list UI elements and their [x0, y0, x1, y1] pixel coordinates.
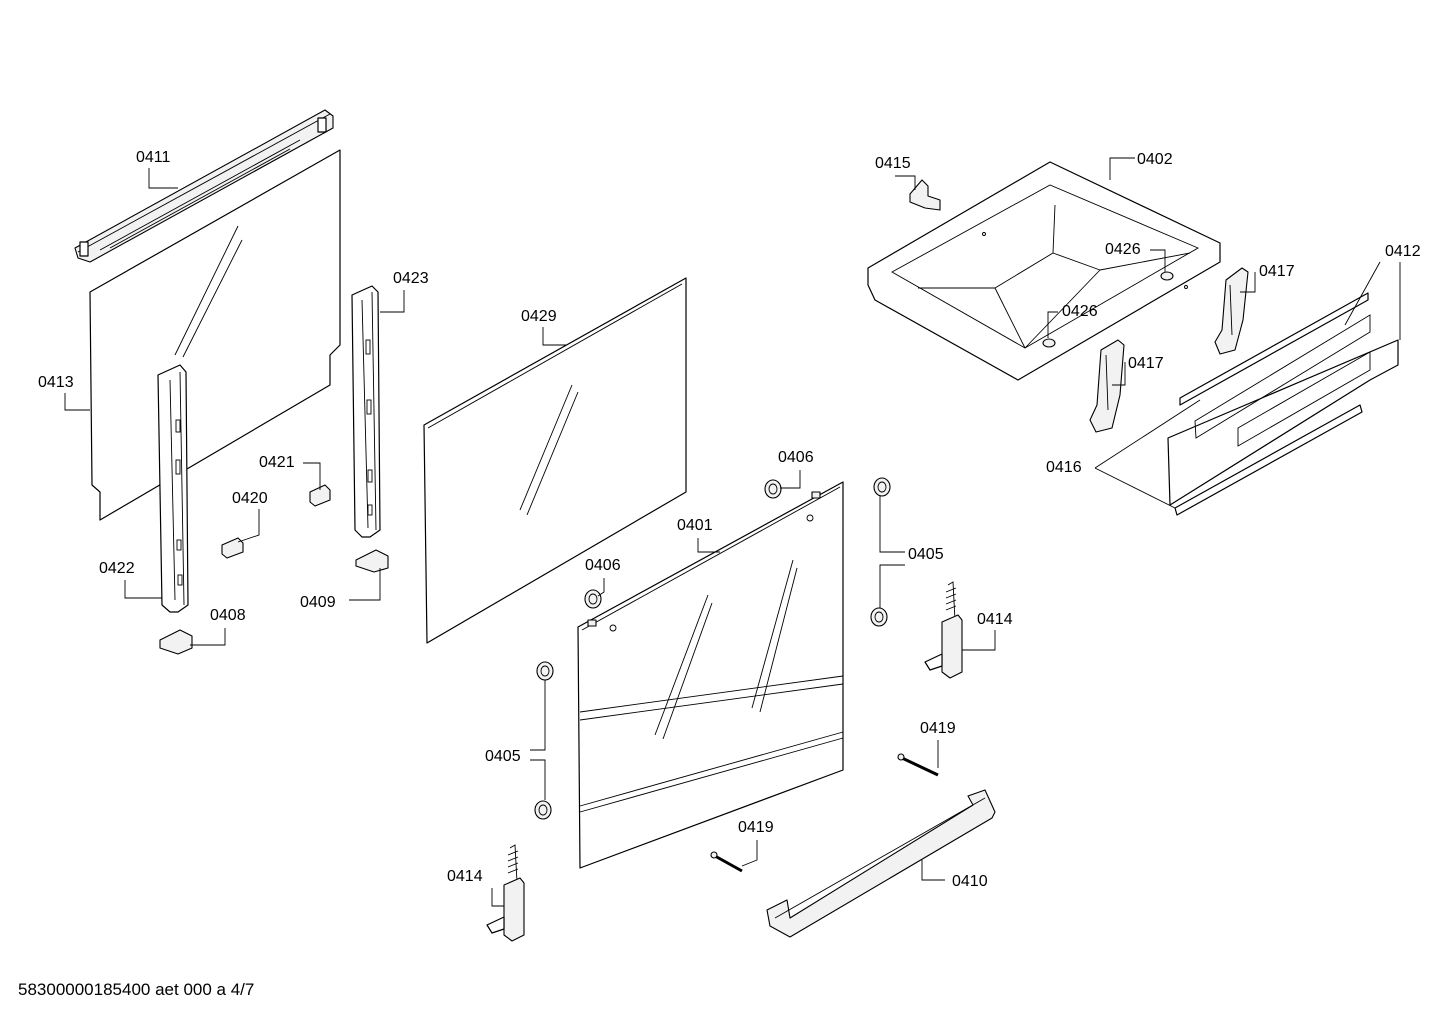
label-0429: 0429 [521, 308, 557, 325]
label-0402: 0402 [1137, 151, 1173, 168]
part-0417-slide-bracket-top [1214, 267, 1249, 355]
part-labels: 0411 0413 0423 0421 0420 0422 0408 0409 … [38, 149, 1421, 890]
label-0423: 0423 [393, 270, 429, 287]
part-0401-door-glass [577, 481, 844, 869]
part-0405-bumper-right-top [873, 477, 891, 497]
part-0422-side-bracket [157, 364, 189, 613]
label-0405-left: 0405 [485, 748, 521, 765]
label-0412: 0412 [1385, 243, 1421, 260]
label-0409: 0409 [300, 594, 336, 611]
leader-lines [64, 157, 1401, 907]
part-0405-bumper-right-bottom [870, 607, 888, 627]
part-0429-glass-panel [423, 277, 687, 644]
part-0414-hinge-left [486, 844, 525, 942]
part-0420-clip [221, 537, 244, 559]
part-0419-pin-bottom [710, 851, 743, 873]
part-0406-bumper-top [764, 479, 782, 499]
label-0426-top: 0426 [1105, 241, 1141, 258]
label-0406-mid: 0406 [585, 557, 621, 574]
part-0415-bracket [909, 179, 941, 211]
part-0402-drawer-tray [867, 161, 1221, 381]
part-0413-glass-panel [89, 149, 341, 521]
part-0409-hinge-block [355, 549, 389, 573]
label-0413: 0413 [38, 374, 74, 391]
label-0419-bottom: 0419 [738, 819, 774, 836]
label-0401: 0401 [677, 517, 713, 534]
label-0415: 0415 [875, 155, 911, 172]
label-0420: 0420 [232, 490, 268, 507]
document-footer-code: 58300000185400 aet 000 a 4/7 [18, 980, 255, 999]
part-0412-drawer-front [1167, 292, 1399, 516]
part-0414-hinge-right [924, 581, 963, 679]
part-0411-top-trim [74, 109, 334, 263]
label-0419-top: 0419 [920, 720, 956, 737]
label-0414-right: 0414 [977, 611, 1013, 628]
part-0417-slide-bracket-bottom [1089, 339, 1125, 433]
part-0405-bumper-left-top [536, 661, 554, 681]
label-0416: 0416 [1046, 459, 1082, 476]
label-0426-bottom: 0426 [1062, 303, 1098, 320]
part-0406-bumper-mid [584, 589, 602, 609]
label-0411: 0411 [136, 149, 171, 166]
part-0421-clip [309, 484, 331, 507]
label-0417-bottom: 0417 [1128, 355, 1164, 372]
label-0405-right: 0405 [908, 546, 944, 563]
part-0408-hinge-block [159, 629, 193, 655]
label-0408: 0408 [210, 607, 246, 624]
label-0414-left: 0414 [447, 868, 483, 885]
label-0410: 0410 [952, 873, 988, 890]
label-0421: 0421 [259, 454, 295, 471]
part-0405-bumper-left-bottom [534, 800, 552, 820]
label-0406-top: 0406 [778, 449, 814, 466]
part-0423-side-bracket [351, 285, 381, 538]
label-0417-top: 0417 [1259, 263, 1295, 280]
label-0422: 0422 [99, 560, 135, 577]
part-0419-pin-top [897, 753, 939, 777]
part-0410-door-handle [766, 789, 996, 938]
